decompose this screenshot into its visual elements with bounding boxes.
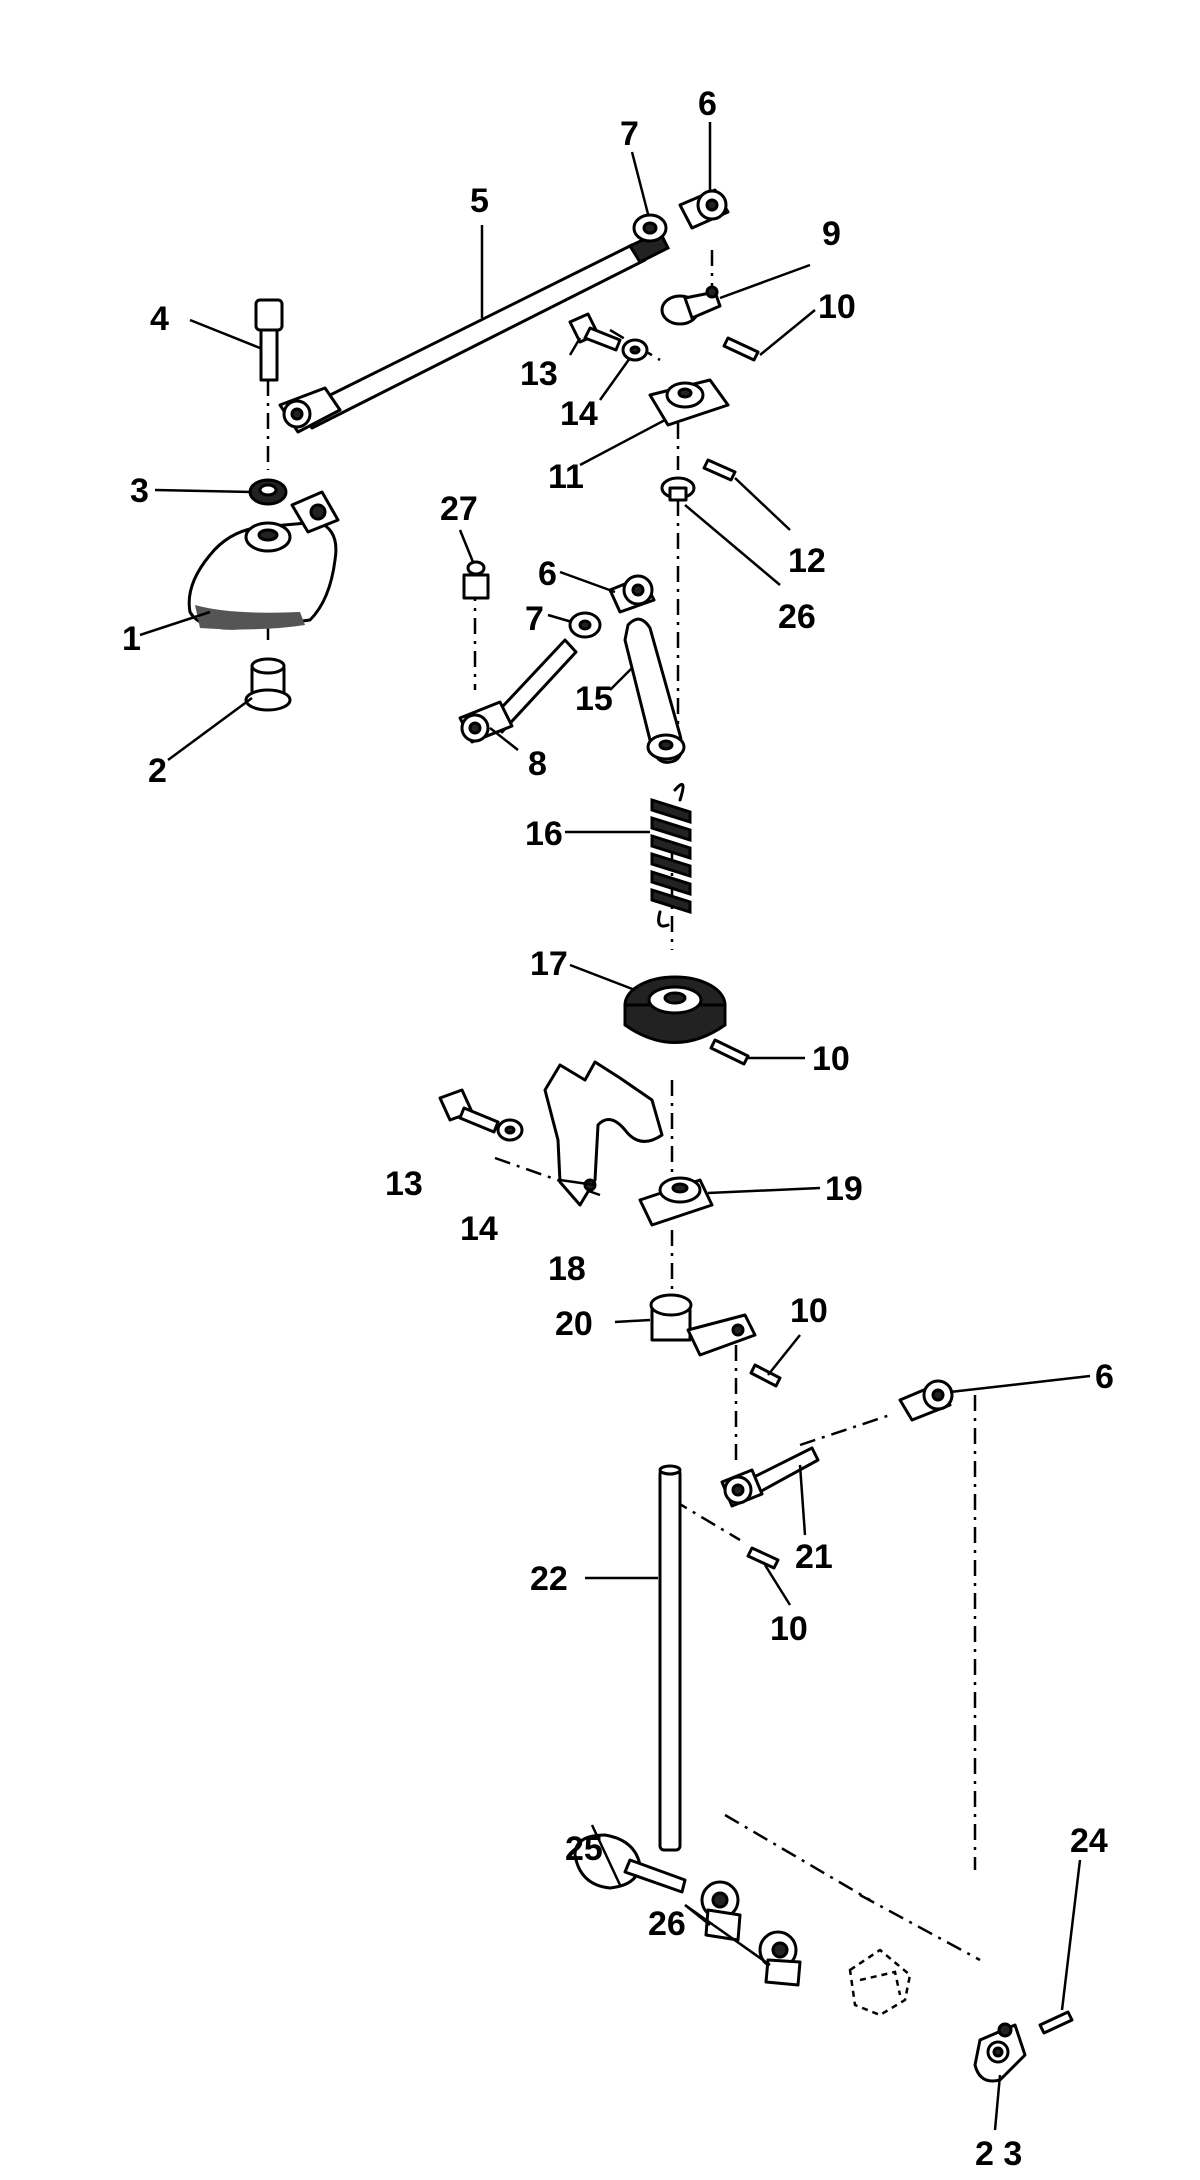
callout-21: 21: [795, 1538, 833, 1576]
callout-25: 25: [565, 1830, 603, 1868]
callout-9: 9: [822, 215, 841, 253]
callout-5: 5: [470, 182, 489, 220]
pin-part-10-a: [722, 336, 760, 362]
callout-labels: 1 2 3 4 5 6 7 9 10 13 14 11 12 26 27 6 7…: [122, 85, 1114, 2173]
callout-26-top: 26: [778, 598, 816, 636]
callout-8: 8: [528, 745, 547, 783]
callout-7-top: 7: [620, 115, 639, 153]
callout-26-bottom: 26: [648, 1905, 686, 1943]
callout-4: 4: [150, 300, 169, 338]
washer-part-14-a: [621, 338, 649, 362]
bushing-part-26-b: [758, 1930, 802, 1987]
link-rod-part-21: [720, 1446, 820, 1508]
bell-crank-part-23: [973, 2022, 1027, 2083]
washer-part-26-a: [660, 476, 696, 502]
callout-24: 24: [1070, 1822, 1108, 1860]
callout-18: 18: [548, 1250, 586, 1288]
bracket-part-18: [543, 1060, 664, 1207]
callout-3: 3: [130, 472, 149, 510]
ball-socket-part-6-mid: [608, 574, 656, 614]
grease-fitting-part-27: [462, 560, 490, 600]
spring-part-16: [650, 782, 692, 928]
bolt-part-13-b: [438, 1088, 500, 1134]
bolt-part-25: [573, 1833, 687, 1894]
short-rod-part-8: [458, 638, 578, 744]
cam-link-part-15: [623, 617, 686, 764]
assembly-centerlines: [266, 250, 981, 1962]
callout-10-c: 10: [790, 1292, 828, 1330]
pin-part-24: [1038, 2010, 1074, 2035]
shaft-part-22: [658, 1464, 682, 1852]
ball-socket-part-6-top: [678, 188, 730, 230]
callout-10-b: 10: [812, 1040, 850, 1078]
callout-10-a: 10: [818, 288, 856, 326]
callout-23: 2 3: [975, 2135, 1022, 2173]
ball-socket-part-6-low: [898, 1379, 954, 1422]
pin-part-12: [702, 458, 737, 482]
callout-17: 17: [530, 945, 568, 983]
throttle-lever-part-1: [187, 490, 340, 630]
callout-22: 22: [530, 1560, 568, 1598]
callout-16: 16: [525, 815, 563, 853]
callout-11: 11: [548, 458, 584, 496]
callout-19: 19: [825, 1170, 863, 1208]
throttle-rod-part-5: [278, 230, 671, 434]
callout-6-top: 6: [698, 85, 717, 123]
collar-part-19: [638, 1176, 714, 1227]
callout-14-b: 14: [460, 1210, 498, 1248]
bushing-part-26-a: [700, 1880, 742, 1942]
lever-arm-part-9: [660, 285, 722, 326]
callout-12: 12: [788, 542, 826, 580]
nut-part-7-top: [632, 213, 668, 243]
cam-gear-part-17: [623, 975, 727, 1044]
callout-14-a: 14: [560, 395, 598, 433]
bushing-part-2: [244, 657, 292, 712]
callout-6-mid: 6: [538, 555, 557, 593]
leader-lines: [139, 122, 1091, 2131]
lever-arm-part-20: [649, 1293, 757, 1357]
reference-housing-outline: [848, 1948, 912, 2017]
callout-1: 1: [122, 620, 141, 658]
bolt-part-4: [254, 298, 284, 382]
clamp-part-11: [648, 378, 730, 427]
callout-2: 2: [148, 752, 167, 790]
callout-6-low: 6: [1095, 1358, 1114, 1396]
bolt-part-13-a: [568, 312, 622, 352]
callout-7-mid: 7: [525, 600, 544, 638]
pin-part-10-b: [709, 1038, 750, 1066]
callout-13-a: 13: [520, 355, 558, 393]
callout-20: 20: [555, 1305, 593, 1343]
pin-part-10-d: [746, 1546, 780, 1570]
pin-part-10-c: [749, 1363, 782, 1388]
nut-part-7-mid: [568, 611, 602, 639]
callout-13-b: 13: [385, 1165, 423, 1203]
nut-part-3: [248, 478, 288, 506]
washer-part-14-b: [496, 1118, 524, 1142]
callout-10-d: 10: [770, 1610, 808, 1648]
callout-15: 15: [575, 680, 613, 718]
callout-27: 27: [440, 490, 478, 528]
